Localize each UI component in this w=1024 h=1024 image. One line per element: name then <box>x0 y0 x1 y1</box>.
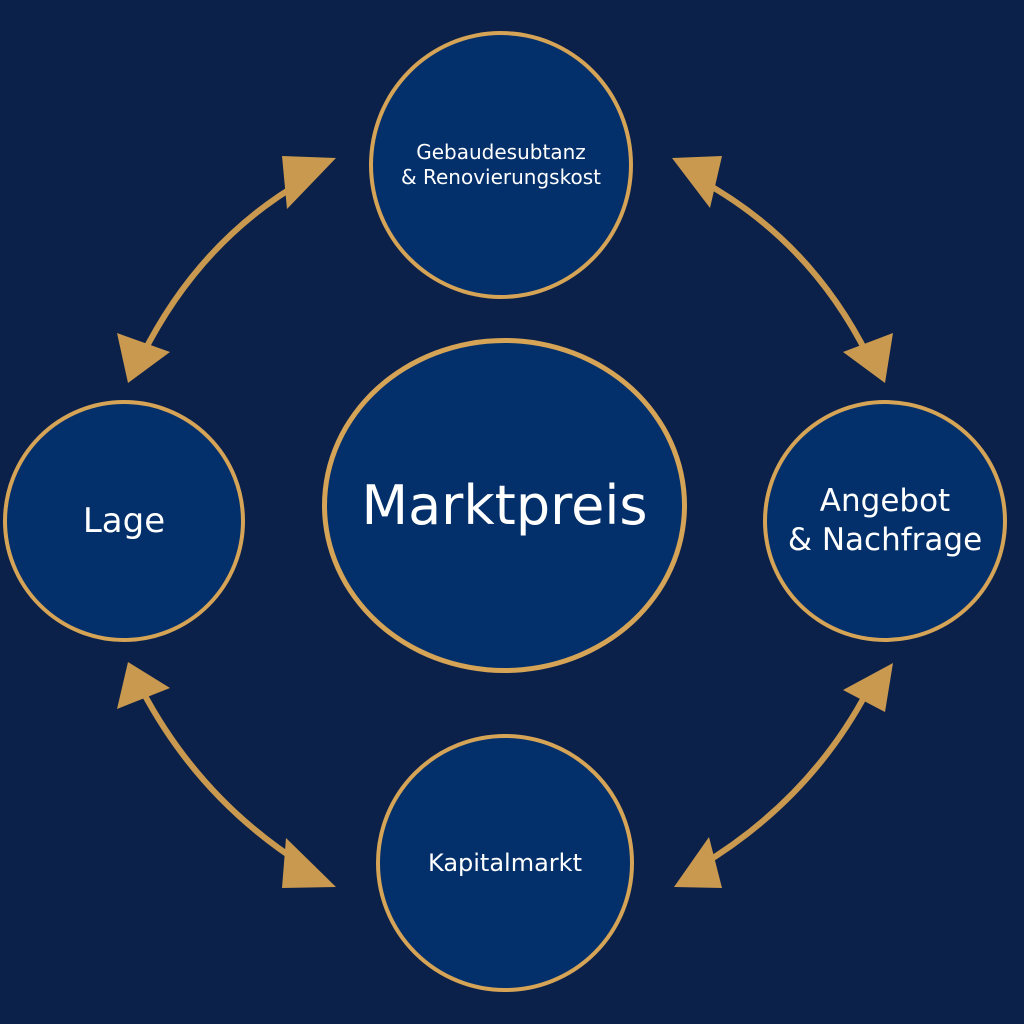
arrow-line-top-right <box>697 177 871 359</box>
node-label-line: & Renovierungskost <box>401 165 601 189</box>
node-marktpreis-center: Marktpreis <box>322 338 687 673</box>
arrow-line-right-bottom <box>697 687 871 869</box>
node-label-line: Angebot <box>819 483 951 520</box>
node-angebot-nachfrage: Angebot & Nachfrage <box>763 400 1007 642</box>
arrowhead-icon <box>117 662 170 709</box>
node-label-line: & Nachfrage <box>787 522 983 558</box>
arrowhead-icon <box>282 838 336 888</box>
arrow-line-bottom-left <box>139 687 308 869</box>
node-label: Lage <box>82 500 166 541</box>
arrowhead-icon <box>282 156 336 209</box>
node-gebaeudesubstanz: Gebaudesubtanz & Renovierungskost <box>369 31 633 299</box>
arrow-line-left-top <box>139 177 308 359</box>
arrowhead-icon <box>117 333 170 383</box>
arrowhead-icon <box>674 837 722 888</box>
node-kapitalmarkt: Kapitalmarkt <box>376 734 634 992</box>
node-label: Kapitalmarkt <box>428 849 582 877</box>
arrowhead-icon <box>843 333 893 383</box>
arrowhead-icon <box>843 663 893 712</box>
center-label: Marktpreis <box>361 473 648 537</box>
node-lage: Lage <box>3 400 245 642</box>
node-label-line: Gebaudesubtanz <box>416 140 586 164</box>
arrowhead-icon <box>672 156 722 208</box>
